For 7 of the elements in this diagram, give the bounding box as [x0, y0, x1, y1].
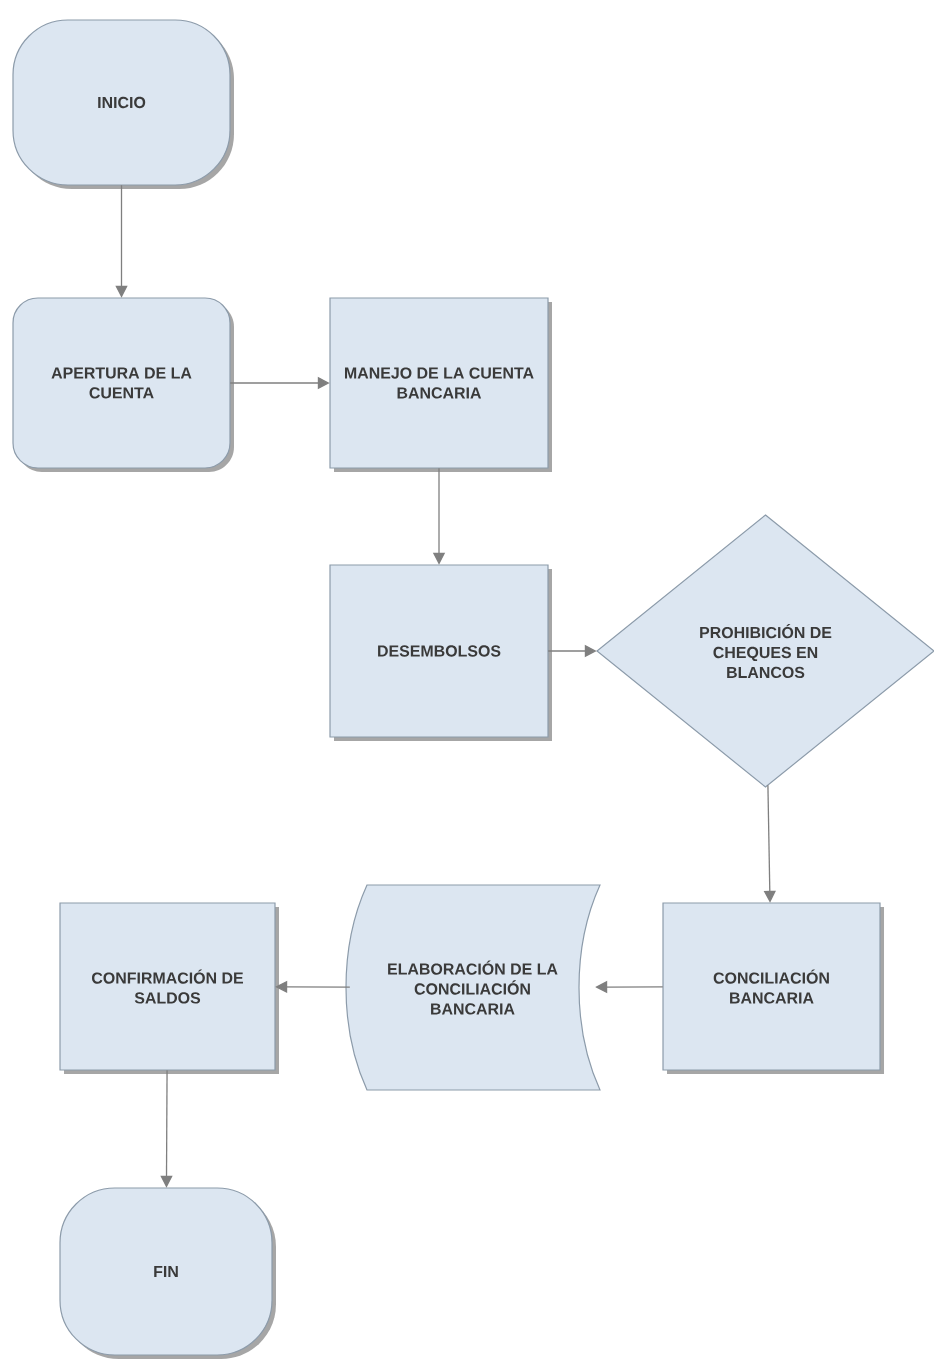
process-box: CONFIRMACIÓN DE SALDOS — [59, 902, 279, 1074]
process-box: MANEJO DE LA CUENTA BANCARIA — [329, 297, 552, 472]
terminal-box: INICIO — [12, 19, 234, 189]
process-box: DESEMBOLSOS — [329, 564, 552, 741]
terminal-box: FIN — [59, 1187, 276, 1359]
process-box: CONCILIACIÓN BANCARIA — [662, 902, 884, 1074]
process-box: APERTURA DE LA CUENTA — [12, 297, 234, 472]
